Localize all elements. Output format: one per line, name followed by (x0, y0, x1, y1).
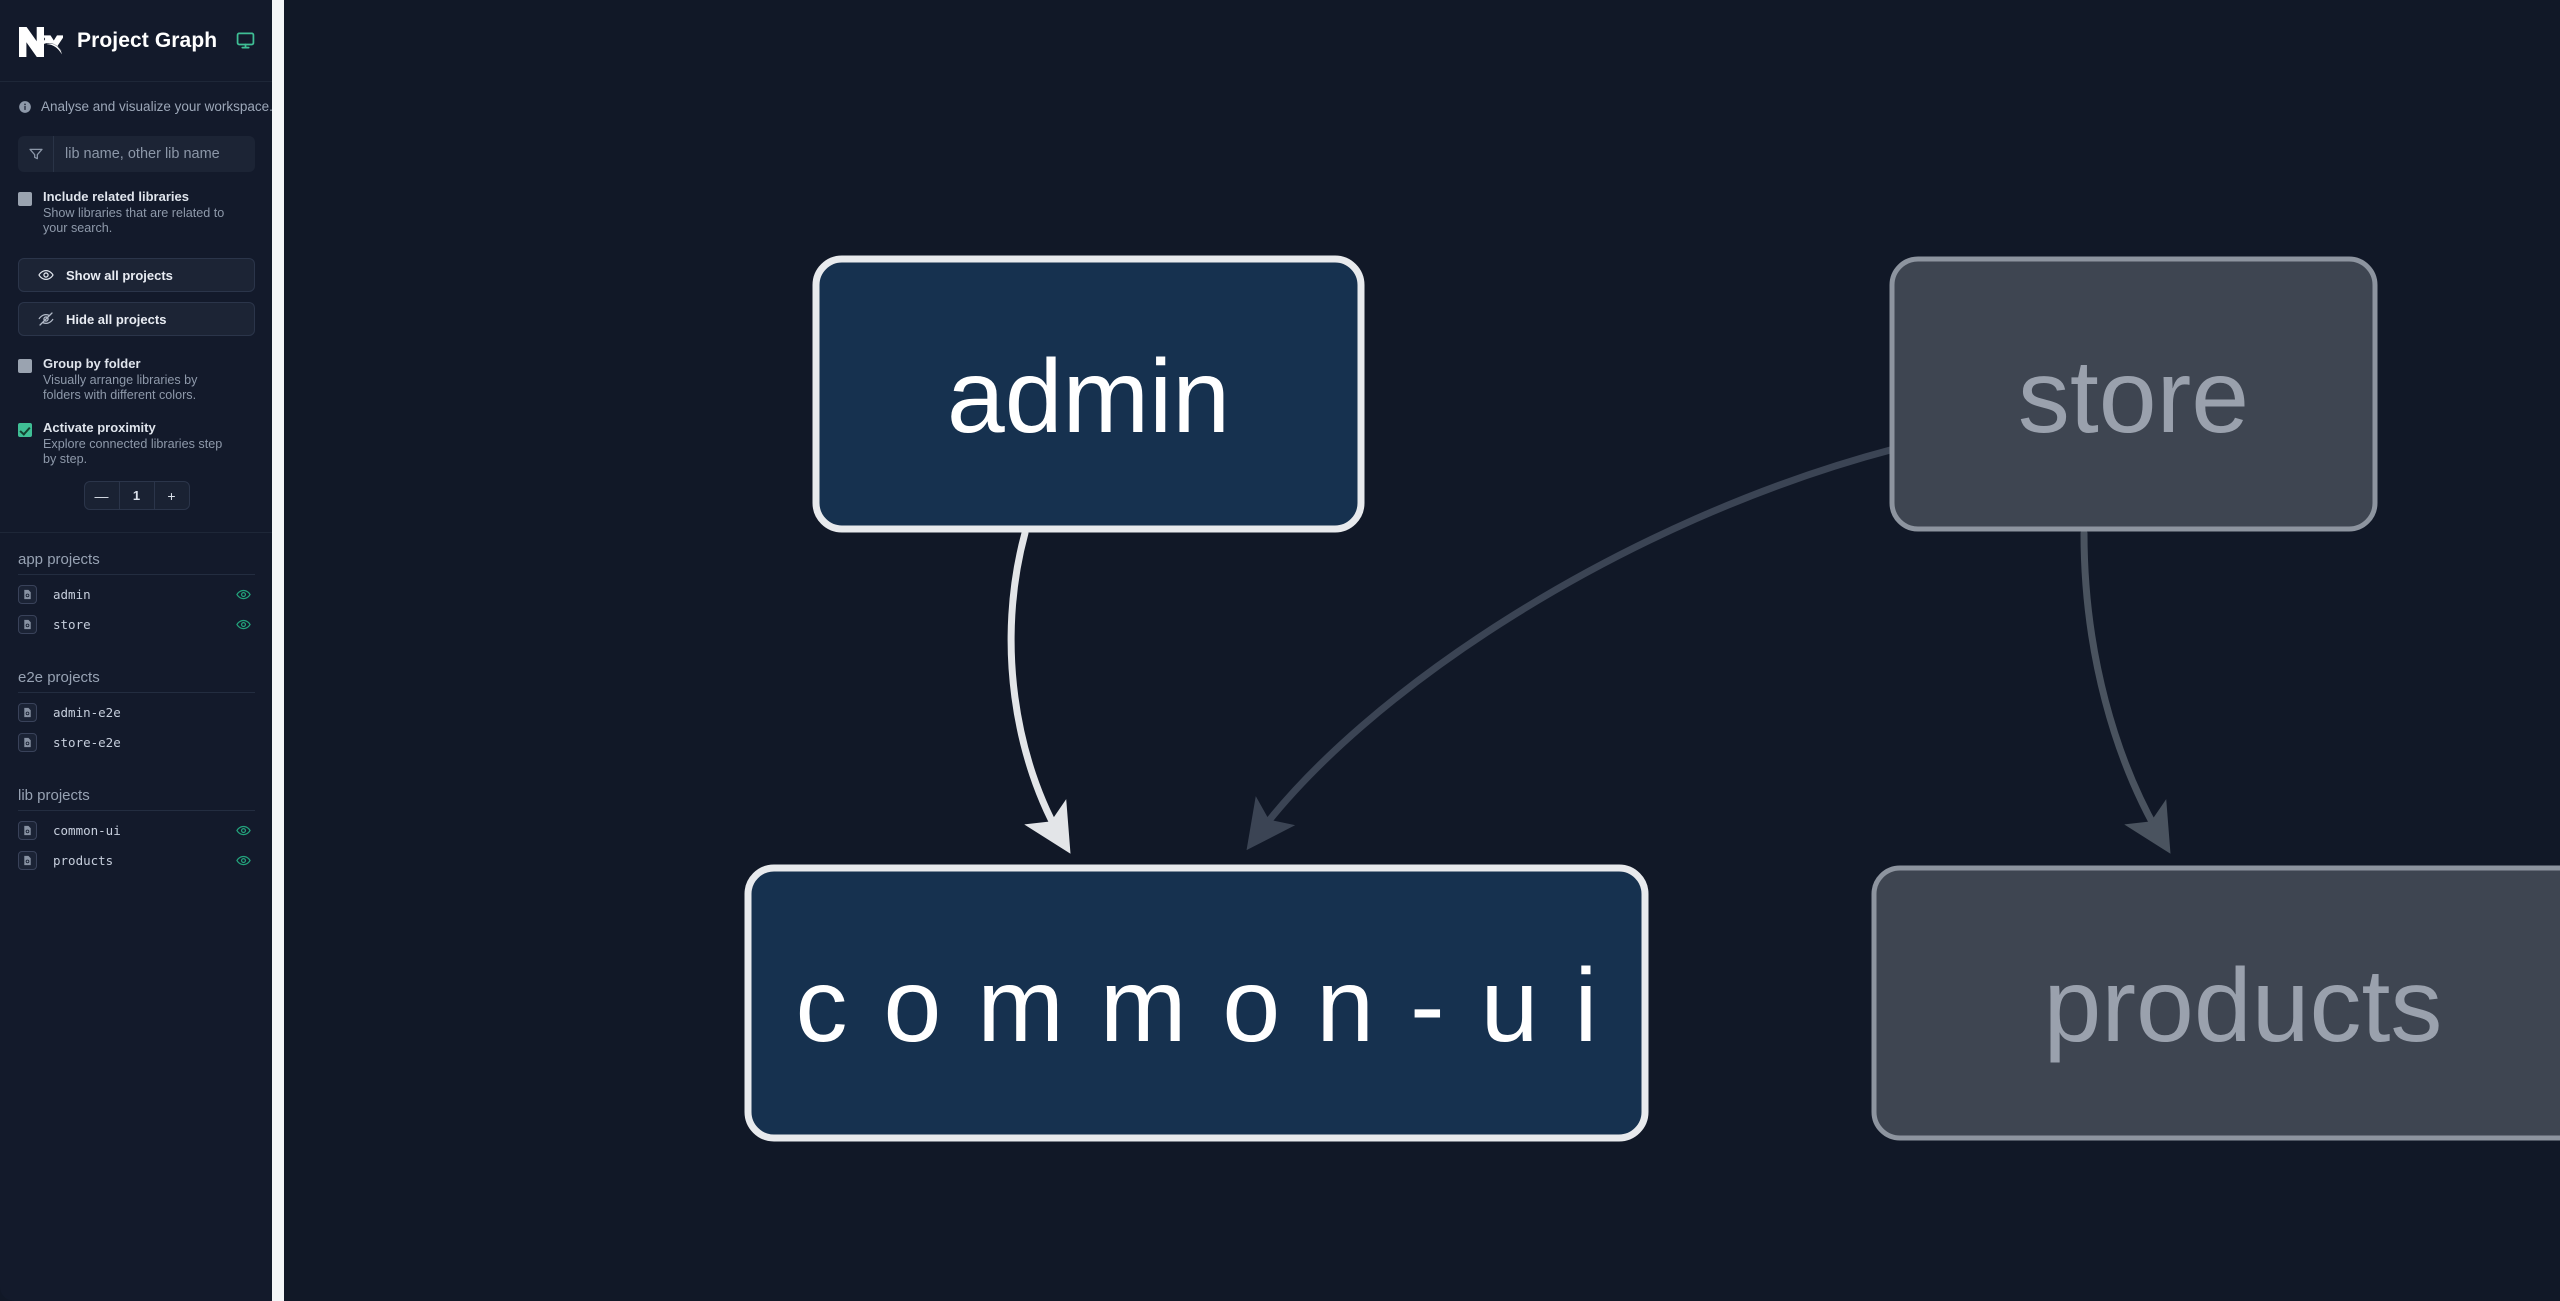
graph-node-label: store (2018, 339, 2249, 455)
include-related-libraries-row[interactable]: Include related libraries Show libraries… (0, 189, 273, 236)
project-group-lib: lib projects common-ui (0, 769, 273, 875)
project-list-item-store-e2e[interactable]: store-e2e (18, 727, 255, 757)
page-title: Project Graph (77, 28, 218, 52)
group-by-folder-label: Group by folder (43, 356, 141, 372)
show-all-projects-button[interactable]: Show all projects (18, 258, 255, 293)
hide-all-projects-button[interactable]: Hide all projects (18, 302, 255, 337)
project-name: products (53, 852, 114, 868)
project-group-app-title: app projects (18, 533, 255, 576)
graph-node-box (1871, 865, 2560, 1141)
library-icon (24, 737, 31, 747)
project-type-icon (18, 702, 37, 722)
graph-node-box (744, 864, 1649, 1142)
sidebar-subtitle-row: Analyse and visualize your workspace. (0, 82, 273, 114)
info-icon (19, 100, 31, 113)
graph-edge-admin-to-common-ui (1007, 529, 1071, 854)
project-group-e2e: e2e projects admin-e2e (0, 651, 273, 757)
sidebar-subtitle: Analyse and visualize your workspace. (41, 99, 273, 114)
project-name: admin-e2e (53, 704, 121, 720)
proximity-value: 1 (118, 482, 155, 510)
show-all-projects-label: Show all projects (66, 267, 173, 283)
library-icon (24, 619, 31, 629)
filter-icon-box (18, 136, 54, 172)
graph-node-label: admin (947, 339, 1230, 455)
project-group-e2e-title: e2e projects (18, 651, 255, 694)
graph-node-store[interactable]: store (1889, 256, 2378, 532)
project-list-item-common-ui[interactable]: common-ui (18, 815, 255, 845)
eye-icon[interactable] (236, 587, 251, 602)
activate-proximity-description: Explore connected libraries step by step… (43, 437, 223, 467)
proximity-stepper[interactable]: — 1 + (83, 481, 190, 511)
group-by-folder-checkbox[interactable] (18, 359, 32, 374)
project-name: common-ui (53, 822, 121, 838)
graph-node-label: products (2044, 948, 2443, 1064)
sidebar-scrollbar[interactable] (272, 0, 284, 1301)
library-icon (24, 707, 31, 717)
graph-svg: admin store common-ui products (744, 255, 2560, 1142)
project-list-item-admin[interactable]: admin (18, 579, 255, 609)
project-type-icon (18, 732, 37, 752)
sidebar-header: Project Graph (0, 0, 273, 82)
eye-icon[interactable] (236, 617, 251, 632)
graph-canvas[interactable]: admin store common-ui products (284, 0, 2560, 1301)
eye-icon[interactable] (236, 853, 251, 868)
graph-edges (1007, 445, 2171, 854)
project-list-item-admin-e2e[interactable]: admin-e2e (18, 697, 255, 727)
graph-node-common-ui[interactable]: common-ui (744, 864, 1649, 1142)
sidebar: Project Graph Analyse and visualize your… (0, 0, 273, 1301)
project-group-lib-title: lib projects (18, 769, 255, 812)
monitor-icon[interactable] (236, 31, 255, 50)
activate-proximity-label: Activate proximity (43, 420, 156, 436)
hide-all-projects-label: Hide all projects (66, 311, 167, 327)
graph-node-box (1889, 256, 2378, 532)
include-related-libraries-description: Show libraries that are related to your … (43, 206, 225, 236)
project-type-icon (18, 584, 37, 604)
library-icon (24, 589, 31, 599)
project-name: store (53, 616, 91, 632)
project-name: admin (53, 586, 91, 602)
activate-proximity-checkbox[interactable] (18, 423, 32, 438)
group-by-folder-description: Visually arrange libraries by folders wi… (43, 373, 198, 403)
nx-logo-icon (19, 26, 63, 57)
include-related-libraries-checkbox[interactable] (18, 192, 32, 206)
proximity-increment-button[interactable]: + (167, 487, 176, 504)
eye-off-icon (38, 312, 54, 326)
project-type-icon (18, 820, 37, 840)
proximity-decrement-button[interactable]: — (94, 487, 109, 504)
graph-node-products[interactable]: products (1871, 865, 2560, 1141)
search-field-wrapper[interactable] (18, 136, 255, 172)
project-group-app: app projects admin (0, 533, 273, 639)
graph-node-box (812, 255, 1365, 533)
group-by-folder-row[interactable]: Group by folder Visually arrange librari… (0, 356, 273, 403)
project-type-icon (18, 614, 37, 634)
library-icon (24, 825, 31, 835)
activate-proximity-row[interactable]: Activate proximity Explore connected lib… (0, 420, 273, 467)
project-type-icon (18, 850, 37, 870)
graph-edge-store-to-common-ui (1246, 445, 1898, 851)
project-list-item-products[interactable]: products (18, 845, 255, 875)
graph-edge-store-to-products (2080, 529, 2171, 854)
eye-icon (38, 270, 54, 281)
graph-nodes: admin store common-ui products (744, 255, 2560, 1142)
search-input[interactable] (54, 146, 255, 162)
graph-node-admin[interactable]: admin (812, 255, 1365, 533)
include-related-libraries-label: Include related libraries (43, 189, 189, 204)
filter-icon (28, 148, 43, 160)
sidebar-divider (0, 532, 273, 534)
project-list-item-store[interactable]: store (18, 609, 255, 639)
project-name: store-e2e (53, 734, 121, 750)
eye-icon[interactable] (236, 823, 251, 838)
library-icon (24, 855, 31, 865)
